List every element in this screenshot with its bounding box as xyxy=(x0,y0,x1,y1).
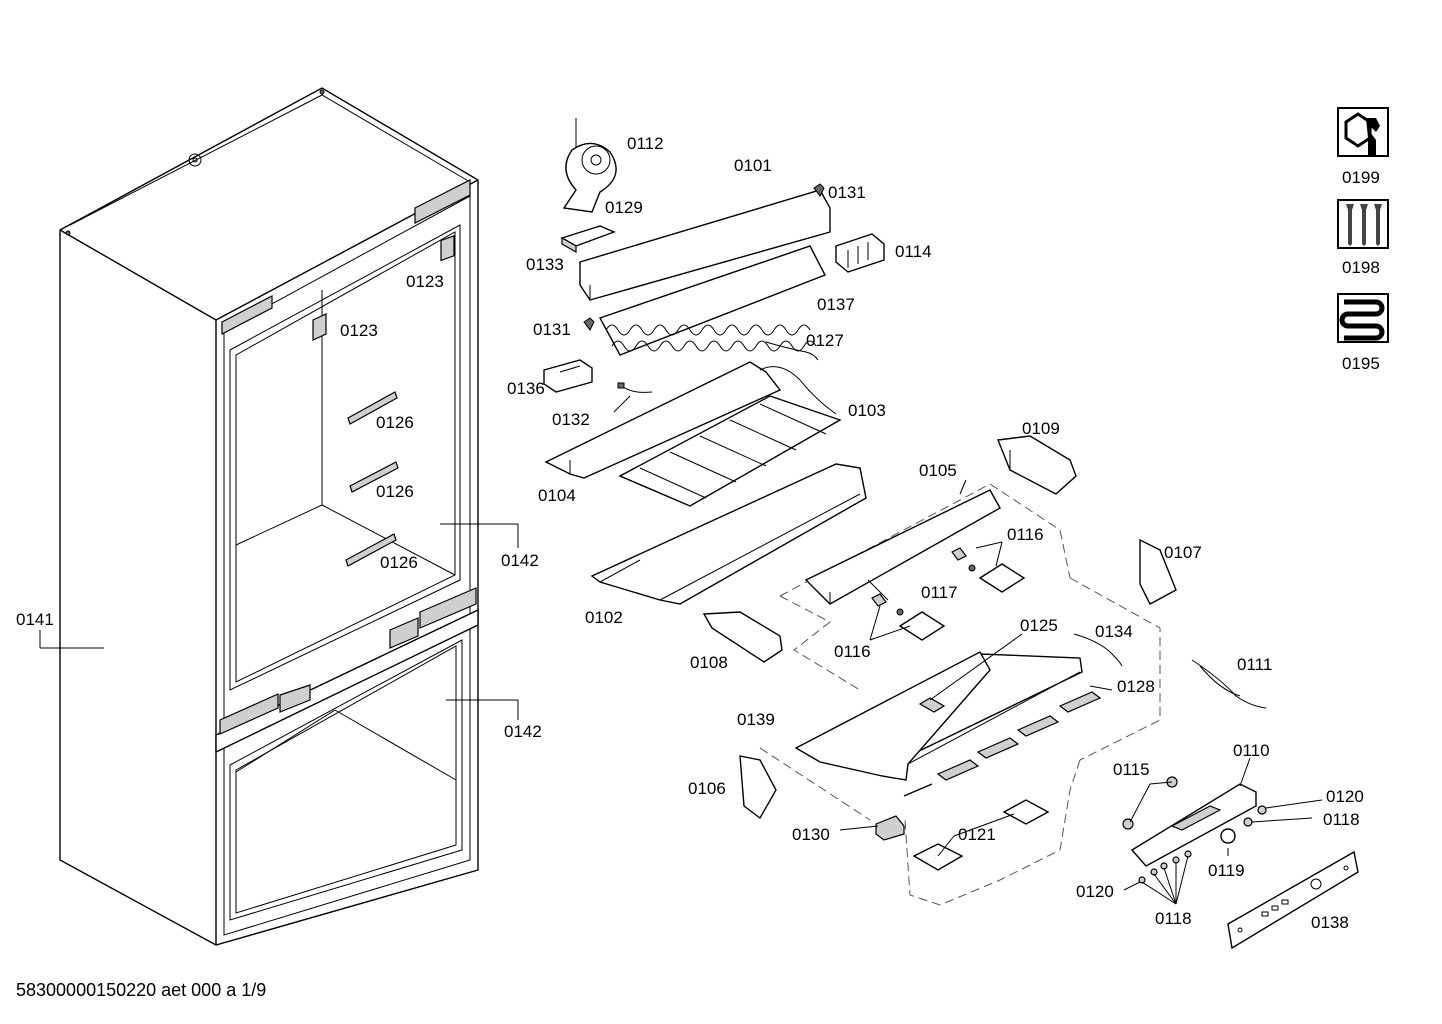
label-0137: 0137 xyxy=(817,295,855,314)
cover-0121 xyxy=(912,799,1050,871)
label-0117: 0117 xyxy=(921,583,958,602)
shelf-support-0126-c xyxy=(345,533,397,567)
latch-0123-lower xyxy=(312,313,327,341)
label-0118-right: 0118 xyxy=(1323,810,1360,829)
knob-0119 xyxy=(1220,828,1236,844)
connector-0114 xyxy=(835,233,885,273)
label-0141: 0141 xyxy=(16,610,54,629)
label-0108: 0108 xyxy=(690,653,728,672)
housing-0139 xyxy=(794,651,1081,781)
heating-coil-icon xyxy=(1337,293,1389,343)
label-0129: 0129 xyxy=(605,198,643,217)
label-0121: 0121 xyxy=(958,825,996,844)
bracket-0109 xyxy=(997,435,1077,495)
shelf-support-0126-b xyxy=(349,461,399,493)
label-0118-bottom: 0118 xyxy=(1155,909,1192,928)
label-0114: 0114 xyxy=(895,242,932,261)
label-0110: 0110 xyxy=(1233,741,1270,760)
light-0117-upper xyxy=(968,563,1026,593)
label-0115: 0115 xyxy=(1113,760,1150,779)
clip-0131-top xyxy=(813,183,825,197)
label-0133: 0133 xyxy=(526,255,564,274)
wire-0127 xyxy=(765,341,819,361)
label-0195: 0195 xyxy=(1342,354,1380,373)
latch-0123-upper xyxy=(440,234,455,262)
label-0131-top: 0131 xyxy=(828,183,866,202)
label-0126-b: 0126 xyxy=(376,482,414,501)
light-0117-lower xyxy=(896,608,946,641)
leader-lines xyxy=(39,395,1323,905)
connector-0136 xyxy=(543,359,593,393)
knob-0116-lower xyxy=(871,593,887,607)
label-0142-upper: 0142 xyxy=(501,551,539,570)
drain-pan-0104 xyxy=(544,361,782,479)
screws-icon xyxy=(1337,199,1389,249)
label-0111: 0111 xyxy=(1237,655,1272,674)
label-0199: 0199 xyxy=(1342,168,1380,187)
cabinet-body xyxy=(59,87,479,946)
label-0102: 0102 xyxy=(585,608,623,627)
label-0136: 0136 xyxy=(507,379,545,398)
tray-0102 xyxy=(590,463,867,605)
clip-0129-0133 xyxy=(560,225,616,254)
label-0105: 0105 xyxy=(919,461,957,480)
label-0107: 0107 xyxy=(1164,543,1202,562)
label-0101: 0101 xyxy=(734,156,772,175)
rail-0105 xyxy=(804,489,1001,605)
label-0104: 0104 xyxy=(538,486,576,505)
label-0109: 0109 xyxy=(1022,419,1060,438)
rod-0130b xyxy=(903,783,933,797)
bracket-0108 xyxy=(702,611,783,663)
label-0123-lower: 0123 xyxy=(340,321,378,340)
knob-0116-upper xyxy=(951,547,967,561)
label-0142-lower: 0142 xyxy=(504,722,542,741)
control-board-0110 xyxy=(1130,783,1257,867)
dashed-zone xyxy=(759,483,1161,906)
label-0120-left: 0120 xyxy=(1076,882,1114,901)
vents-0128 xyxy=(936,691,1102,781)
bracket-0107 xyxy=(1139,538,1177,605)
heater-0103 xyxy=(618,366,842,507)
label-0119: 0119 xyxy=(1208,861,1245,880)
label-0130: 0130 xyxy=(792,825,830,844)
part-labels: 0112 0101 0131 0129 0114 0133 0137 0131 … xyxy=(16,134,1380,932)
evaporator-0137 xyxy=(598,245,826,356)
wire-0111 xyxy=(1191,659,1267,709)
label-0116-upper: 0116 xyxy=(1007,525,1044,544)
label-0139: 0139 xyxy=(737,710,775,729)
label-0126-a: 0126 xyxy=(376,413,414,432)
label-0125: 0125 xyxy=(1020,616,1058,635)
label-0103: 0103 xyxy=(848,401,886,420)
label-0132: 0132 xyxy=(552,410,590,429)
nut-wrench-icon xyxy=(1337,107,1389,157)
panel-0138 xyxy=(1227,850,1359,950)
label-0120-right: 0120 xyxy=(1326,787,1364,806)
label-0198: 0198 xyxy=(1342,258,1380,277)
label-0128: 0128 xyxy=(1117,677,1155,696)
label-0106: 0106 xyxy=(688,779,726,798)
fan-0112 xyxy=(562,118,617,213)
label-0116-lower: 0116 xyxy=(834,642,871,661)
buttons-0118-0120 xyxy=(1138,805,1267,884)
label-0112: 0112 xyxy=(627,134,664,153)
label-0134: 0134 xyxy=(1095,622,1133,641)
document-reference: 58300000150220 aet 000 a 1/9 xyxy=(16,980,267,1000)
clip-0130 xyxy=(875,815,905,841)
label-0126-c: 0126 xyxy=(380,553,418,572)
label-0127: 0127 xyxy=(806,331,844,350)
wire-0134 xyxy=(1073,633,1123,667)
wire-0132 xyxy=(617,382,653,393)
label-0138: 0138 xyxy=(1311,913,1349,932)
label-0123-upper: 0123 xyxy=(406,272,444,291)
shelf-support-0126-a xyxy=(347,391,398,425)
clip-0131-left xyxy=(583,317,595,331)
label-0131-left: 0131 xyxy=(533,320,571,339)
bracket-0106 xyxy=(739,755,777,820)
